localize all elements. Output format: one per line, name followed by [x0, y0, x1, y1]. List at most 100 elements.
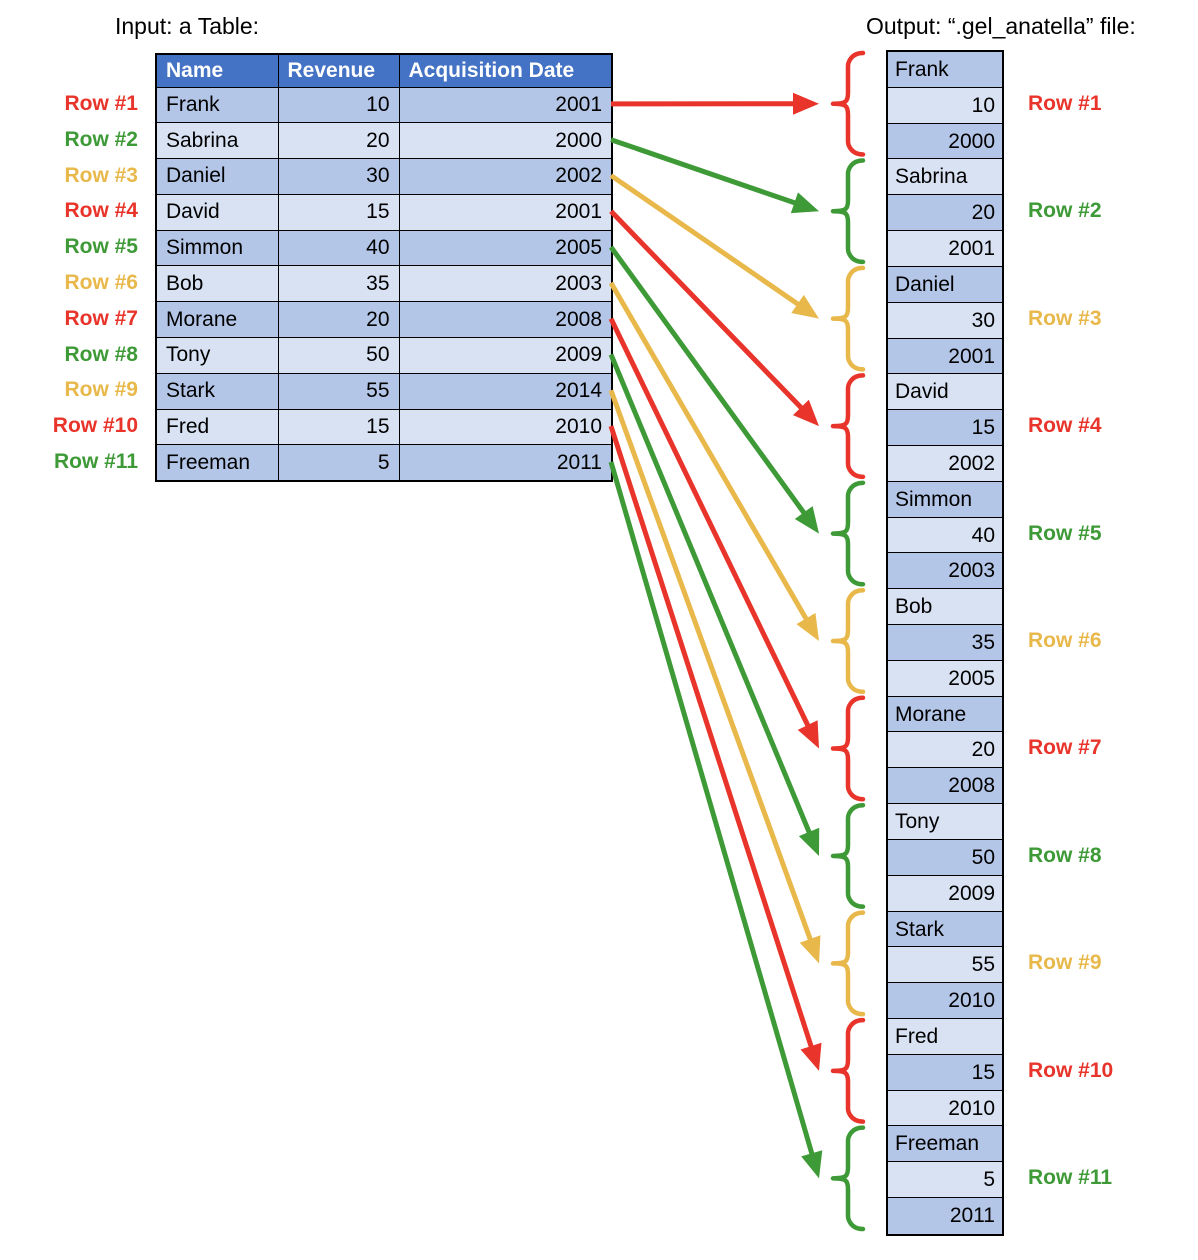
output-cell-11-3: 2011	[888, 1198, 1002, 1234]
output-row-label-3: Row #3	[1028, 306, 1102, 330]
input-row-label-8: Row #8	[64, 342, 138, 366]
output-cell-7-2: 20	[888, 732, 1002, 769]
cell-revenue: 30	[277, 158, 400, 195]
connector-line-5	[608, 245, 807, 516]
output-cell-6-1: Bob	[888, 589, 1002, 625]
cell-revenue: 20	[277, 301, 400, 339]
connector-arrowhead-7	[797, 720, 819, 749]
output-cell-5-1: Simmon	[888, 481, 1002, 518]
cell-revenue: 5	[277, 444, 400, 482]
output-cell-11-1: Freeman	[888, 1126, 1002, 1163]
connector-arrowhead-3	[791, 294, 819, 319]
output-cell-8-2: 50	[888, 839, 1002, 876]
cell-revenue: 15	[277, 193, 400, 231]
column-header-revenue: Revenue	[277, 53, 400, 88]
connector-line-9	[608, 389, 814, 942]
output-cell-2-3: 2001	[888, 231, 1002, 267]
output-row-label-4: Row #4	[1028, 414, 1102, 438]
cell-date: 2001	[398, 193, 613, 231]
output-cell-2-2: 20	[888, 195, 1002, 232]
column-header-date: Acquisition Date	[398, 53, 613, 88]
output-cell-1-1: Frank	[888, 52, 1002, 88]
cell-name: Freeman	[155, 444, 279, 482]
output-cell-9-2: 55	[888, 947, 1002, 984]
connector-line-7	[608, 317, 811, 728]
connector-line-6	[608, 281, 810, 622]
output-row-label-7: Row #7	[1028, 736, 1102, 760]
cell-revenue: 15	[277, 408, 400, 446]
output-row-label-5: Row #5	[1028, 521, 1102, 545]
output-cell-1-2: 10	[888, 87, 1002, 124]
input-row-label-4: Row #4	[64, 199, 138, 223]
cell-name: Frank	[155, 86, 279, 124]
connector-arrowhead-6	[796, 613, 819, 642]
group-brace-6	[830, 588, 866, 695]
column-header-name: Name	[155, 53, 279, 88]
output-row-label-6: Row #6	[1028, 629, 1102, 653]
connector-arrowhead-1	[792, 92, 819, 115]
connector-arrowhead-11	[801, 1150, 823, 1179]
output-cell-8-1: Tony	[888, 804, 1002, 840]
output-row-label-1: Row #1	[1028, 91, 1102, 115]
input-row-label-2: Row #2	[64, 127, 138, 151]
output-cell-2-1: Sabrina	[888, 159, 1002, 196]
output-cell-3-1: Daniel	[888, 266, 1002, 303]
output-cell-9-1: Stark	[888, 911, 1002, 948]
cell-name: Tony	[155, 337, 279, 374]
output-cell-8-3: 2009	[888, 875, 1002, 912]
output-cell-3-2: 30	[888, 302, 1002, 339]
output-row-label-10: Row #10	[1028, 1058, 1114, 1082]
cell-revenue: 55	[277, 372, 400, 410]
input-row-label-11: Row #11	[53, 449, 138, 473]
input-row-label-7: Row #7	[64, 306, 138, 330]
connector-line-10	[608, 425, 815, 1049]
connector-line-2	[610, 137, 798, 206]
input-row-label-10: Row #10	[52, 414, 138, 438]
output-heading: Output: “.gel_anatella” file:	[866, 13, 1136, 39]
cell-name: Bob	[155, 265, 279, 303]
group-brace-2	[830, 158, 866, 265]
group-brace-10	[830, 1017, 866, 1124]
cell-name: Simmon	[155, 229, 279, 267]
output-cell-3-3: 2001	[888, 338, 1002, 375]
group-brace-1	[830, 50, 866, 157]
connector-arrowhead-5	[794, 506, 819, 534]
group-brace-3	[830, 265, 866, 372]
output-cell-10-2: 15	[888, 1054, 1002, 1091]
cell-name: Daniel	[155, 158, 279, 195]
cell-date: 2002	[398, 158, 613, 195]
cell-date: 2009	[398, 337, 613, 374]
connector-line-11	[608, 461, 815, 1156]
output-cell-1-3: 2000	[888, 123, 1002, 160]
cell-date: 2010	[398, 408, 613, 446]
cell-revenue: 10	[277, 86, 400, 124]
input-row-label-1: Row #1	[64, 92, 138, 115]
input-row-label-5: Row #5	[64, 235, 138, 259]
input-heading: Input: a Table:	[115, 13, 260, 39]
cell-date: 2005	[398, 229, 613, 267]
cell-date: 2000	[398, 122, 613, 160]
connector-arrowhead-4	[793, 399, 819, 427]
output-cell-10-1: Fred	[888, 1018, 1002, 1055]
output-cell-9-3: 2010	[888, 983, 1002, 1019]
output-cell-4-3: 2002	[888, 445, 1002, 482]
connector-arrowhead-2	[790, 192, 819, 214]
output-cell-7-1: Morane	[888, 696, 1002, 733]
cell-name: Fred	[155, 408, 279, 446]
group-brace-4	[830, 373, 866, 480]
cell-name: David	[155, 193, 279, 231]
cell-date: 2014	[398, 372, 613, 410]
input-row-label-6: Row #6	[64, 270, 138, 294]
